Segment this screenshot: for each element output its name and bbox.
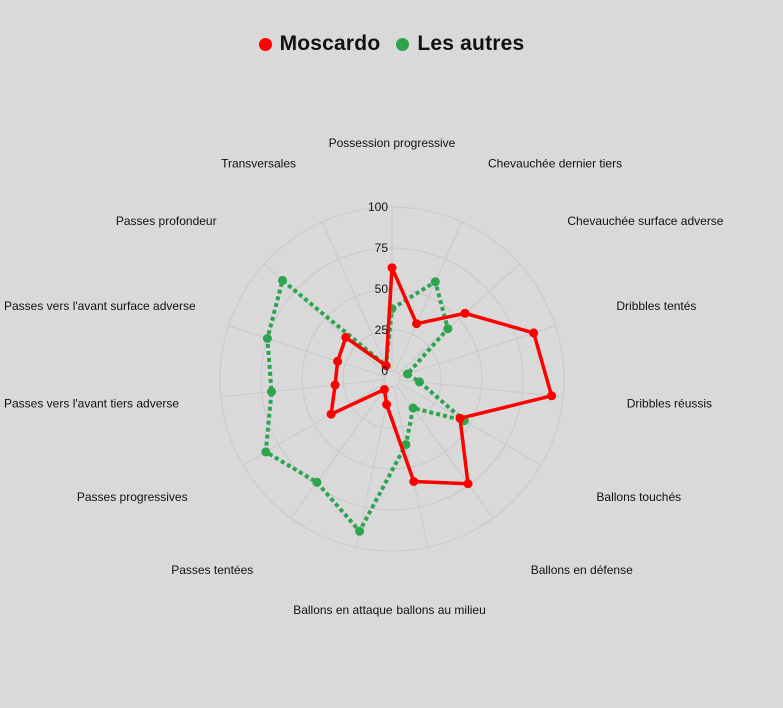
data-point-moscardo-12[interactable] (333, 356, 343, 366)
axis-label-passes-vers-l-avant-tiers-adverse: Passes vers l'avant tiers adverse (4, 397, 179, 411)
data-point-moscardo-3[interactable] (529, 328, 539, 338)
radar-series (261, 263, 557, 536)
axis-label-dribbles-tentes: Dribbles tentés (616, 299, 696, 313)
grid-spoke-12 (228, 325, 385, 378)
grid-spoke-1 (394, 221, 463, 372)
axis-label-dribbles-reussis: Dribbles réussis (627, 397, 712, 411)
axis-label-ballons-touches: Ballons touchés (596, 490, 681, 504)
data-point-moscardo-7[interactable] (409, 477, 419, 486)
data-point-les-autres-3[interactable] (402, 369, 412, 379)
data-point-moscardo-2[interactable] (460, 308, 470, 318)
tick-label-50: 50 (375, 282, 389, 296)
grid-spoke-9 (290, 385, 388, 519)
data-point-moscardo-11[interactable] (330, 380, 340, 390)
chart-legend: Moscardo Les autres (0, 32, 783, 56)
axis-label-passes-tentees: Passes tentées (171, 563, 253, 577)
data-point-les-autres-8[interactable] (355, 526, 365, 536)
axis-label-passes-vers-l-avant-surface-adverse: Passes vers l'avant surface adverse (4, 299, 196, 313)
data-point-les-autres-6[interactable] (408, 403, 418, 413)
axis-label-possession-progressive: Possession progressive (329, 136, 456, 150)
data-point-les-autres-7[interactable] (401, 440, 411, 450)
grid-spoke-4 (399, 379, 564, 398)
data-point-les-autres-13[interactable] (278, 275, 287, 285)
data-point-moscardo-1[interactable] (412, 319, 422, 329)
tick-label-75: 75 (375, 241, 389, 255)
axis-label-transversales: Transversales (221, 156, 296, 170)
grid-spoke-5 (398, 382, 542, 466)
series-line-moscardo (329, 265, 554, 486)
grid-spoke-8 (355, 386, 391, 548)
legend-item-les-autres[interactable]: Les autres (396, 32, 524, 56)
data-point-moscardo-13[interactable] (341, 332, 351, 342)
axis-label-ballons-en-defense: Ballons en défense (531, 563, 633, 577)
data-point-les-autres-2[interactable] (443, 324, 453, 334)
axis-label-passes-profondeur: Passes profondeur (116, 214, 217, 228)
tick-label-25: 25 (375, 323, 389, 337)
axis-label-ballons-au-milieu: ballons au milieu (396, 603, 485, 617)
legend-item-moscardo[interactable]: Moscardo (258, 32, 381, 56)
data-point-moscardo-10[interactable] (326, 409, 336, 419)
data-point-les-autres-1[interactable] (430, 277, 440, 287)
grid-spoke-7 (393, 386, 429, 548)
grid-spoke-11 (220, 379, 385, 398)
axis-label-chevauchee-surface-adverse: Chevauchée surface adverse (567, 214, 723, 228)
legend-marker-moscardo (258, 37, 272, 51)
data-point-moscardo-0[interactable] (387, 263, 397, 273)
grid-spoke-2 (397, 263, 521, 375)
data-point-moscardo-14[interactable] (381, 361, 391, 371)
data-point-moscardo-8[interactable] (382, 400, 392, 409)
legend-marker-les-autres (396, 37, 410, 51)
data-point-les-autres-11[interactable] (267, 387, 276, 397)
axis-label-ballons-en-attaque: Ballons en attaque (293, 603, 393, 617)
axis-label-passes-progressives: Passes progressives (77, 490, 188, 504)
data-point-moscardo-5[interactable] (455, 413, 465, 423)
legend-label-les-autres: Les autres (417, 32, 525, 55)
data-point-les-autres-10[interactable] (261, 447, 271, 457)
data-point-les-autres-4[interactable] (415, 377, 424, 387)
data-point-moscardo-4[interactable] (547, 391, 557, 401)
data-point-les-autres-12[interactable] (262, 334, 272, 343)
tick-label-100: 100 (368, 200, 388, 214)
data-point-moscardo-9[interactable] (379, 385, 389, 394)
data-point-les-autres-9[interactable] (312, 477, 322, 487)
radar-tick-labels: 0 25 50 75 100 (368, 200, 388, 378)
data-point-moscardo-6[interactable] (463, 479, 473, 489)
axis-label-chevauchee-dernier-tiers: Chevauchée dernier tiers (488, 156, 622, 170)
legend-label-moscardo: Moscardo (279, 32, 381, 55)
series-line-les-autres (263, 278, 467, 534)
tick-label-0: 0 (381, 364, 388, 378)
grid-spoke-14 (321, 221, 390, 372)
